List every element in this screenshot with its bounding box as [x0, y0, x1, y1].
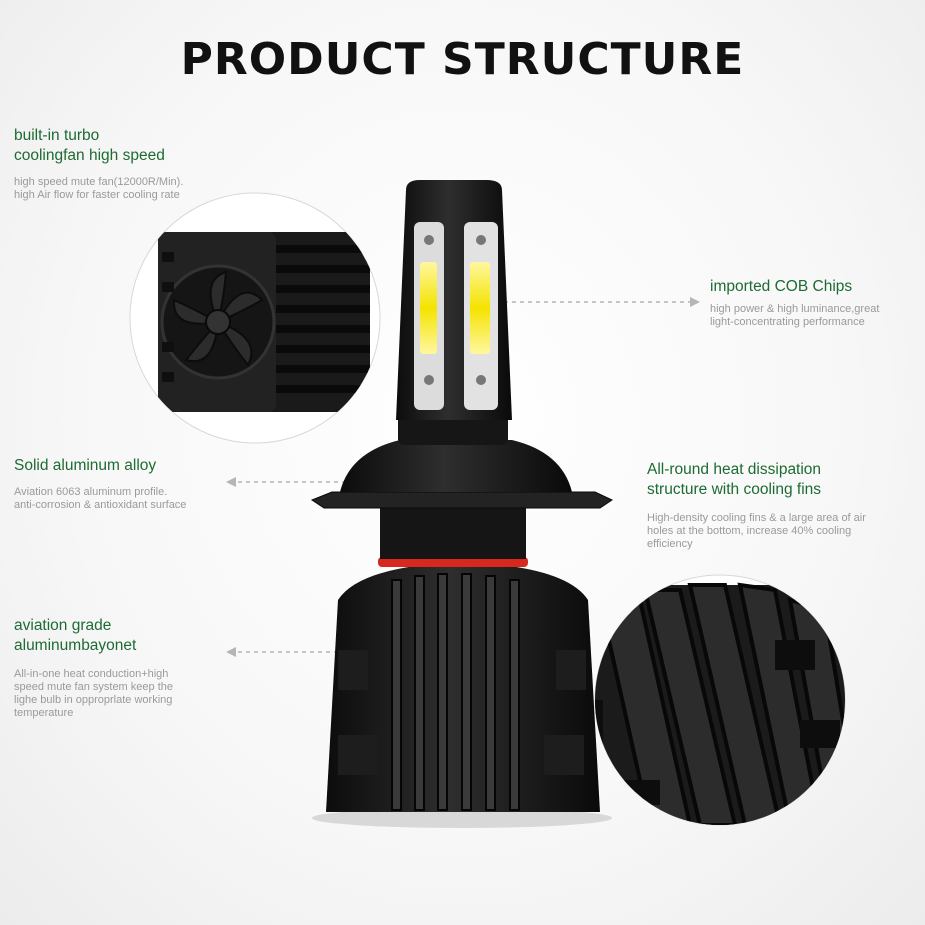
- feature-title: imported COB Chips: [710, 278, 853, 295]
- arrow-left-icon: [226, 477, 236, 487]
- feature-title: All-round heat dissipation structure wit…: [647, 461, 822, 498]
- feature-cooling-fan: built-in turbo coolingfan high speed hig…: [14, 126, 244, 202]
- fins-detail-circle: [594, 574, 846, 826]
- arrow-right-icon: [690, 297, 700, 307]
- feature-title: aviation grade aluminumbayonet: [14, 617, 137, 654]
- arrow-left-icon: [226, 647, 236, 657]
- led-bulb: [310, 180, 614, 828]
- feature-description: high speed mute fan(12000R/Min). high Ai…: [14, 176, 184, 201]
- leader-lines: [238, 301, 690, 653]
- feature-description: All-in-one heat conduction+high speed mu…: [14, 668, 173, 719]
- fan-detail-circle: [129, 192, 381, 444]
- page-title: PRODUCT STRUCTURE: [180, 34, 745, 85]
- feature-description: high power & high luminance,great light-…: [710, 303, 880, 328]
- feature-title: Solid aluminum alloy: [14, 457, 157, 474]
- feature-title: built-in turbo coolingfan high speed: [14, 127, 165, 164]
- feature-heat-dissipation: All-round heat dissipation structure wit…: [647, 460, 917, 551]
- feature-description: High-density cooling fins & a large area…: [647, 512, 866, 550]
- feature-bayonet: aviation grade aluminumbayonet All-in-on…: [14, 616, 229, 720]
- feature-description: Aviation 6063 aluminum profile. anti-cor…: [14, 486, 187, 511]
- feature-cob-chips: imported COB Chips high power & high lum…: [710, 277, 920, 329]
- feature-aluminum-alloy: Solid aluminum alloy Aviation 6063 alumi…: [14, 456, 234, 512]
